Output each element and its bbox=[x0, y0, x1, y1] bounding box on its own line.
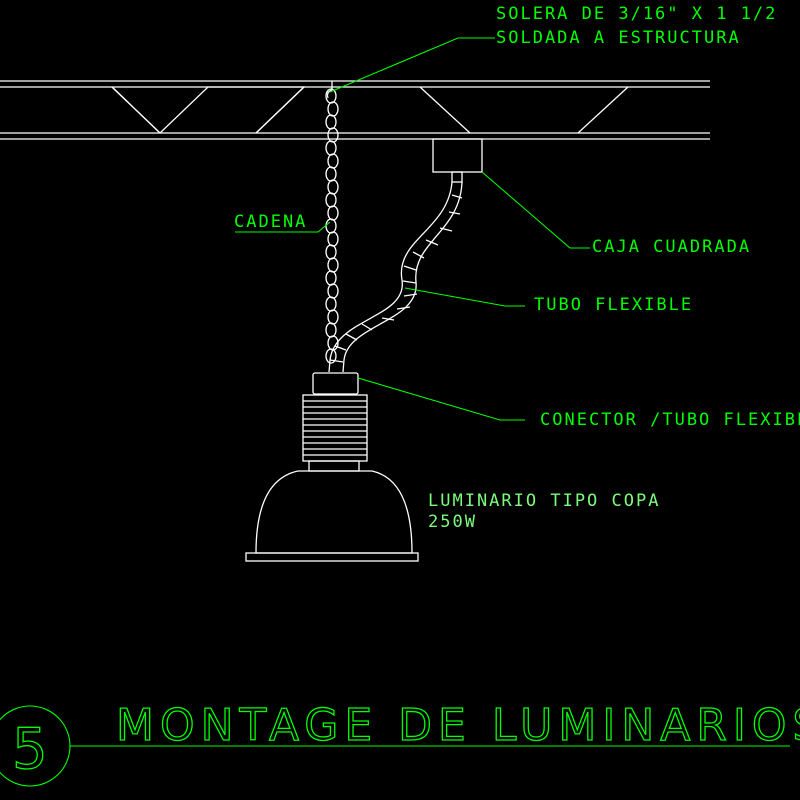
label-solera-line2: SOLDADA A ESTRUCTURA bbox=[496, 28, 741, 48]
chain-link bbox=[325, 166, 337, 182]
chain-link bbox=[327, 231, 339, 247]
truss-structure bbox=[0, 80, 710, 140]
detail-number: 5 bbox=[12, 717, 48, 782]
chain-link bbox=[325, 140, 337, 156]
label-conector: CONECTOR /TUBO FLEXIBLE bbox=[540, 410, 800, 430]
chain-link bbox=[327, 257, 339, 273]
conduit-rib bbox=[345, 333, 358, 341]
conduit-rib bbox=[396, 306, 411, 310]
chain-link bbox=[325, 296, 337, 312]
chain-link bbox=[325, 192, 337, 208]
chain bbox=[325, 88, 339, 364]
conduit-rib bbox=[425, 239, 439, 246]
conduit-rib bbox=[439, 227, 453, 232]
chain-link bbox=[327, 283, 339, 299]
title-block: 5 MONTAGE DE LUMINARIOS bbox=[0, 699, 800, 787]
conduit-rib bbox=[334, 345, 347, 351]
drawing-title: MONTAGE DE LUMINARIOS bbox=[116, 700, 800, 751]
flexible-conduit bbox=[328, 181, 463, 373]
conduit-rib bbox=[361, 323, 373, 331]
pendant-luminaire bbox=[245, 372, 419, 562]
conduit-rib bbox=[451, 194, 463, 199]
chain-link bbox=[325, 244, 337, 260]
chain-link bbox=[325, 270, 337, 286]
leader-lines bbox=[235, 37, 590, 421]
conduit-rib bbox=[329, 359, 344, 363]
label-caja-cuadrada: CAJA CUADRADA bbox=[592, 237, 751, 257]
conduit-rib bbox=[402, 280, 417, 284]
square-junction-box bbox=[432, 138, 483, 183]
chain-link bbox=[327, 153, 339, 169]
chain-link bbox=[327, 101, 339, 117]
conduit-rib bbox=[381, 317, 395, 321]
chain-link bbox=[325, 348, 337, 364]
chain-link bbox=[325, 218, 337, 234]
chain-link bbox=[327, 127, 339, 143]
label-tubo-flexible: TUBO FLEXIBLE bbox=[534, 295, 693, 315]
chain-link bbox=[325, 322, 337, 338]
chain-link bbox=[327, 179, 339, 195]
conduit-rib bbox=[403, 293, 418, 297]
label-luminario-line2: 250W bbox=[428, 512, 477, 532]
label-luminario-line1: LUMINARIO TIPO COPA bbox=[428, 491, 660, 511]
conduit-rib bbox=[403, 265, 417, 271]
chain-link bbox=[327, 309, 339, 325]
label-cadena: CADENA bbox=[234, 212, 307, 232]
chain-link bbox=[327, 205, 339, 221]
conduit-rib bbox=[412, 251, 425, 259]
chain-link bbox=[325, 114, 337, 130]
label-solera-line1: SOLERA DE 3/16" X 1 1/2 bbox=[496, 4, 777, 24]
conduit-rib bbox=[448, 211, 461, 215]
